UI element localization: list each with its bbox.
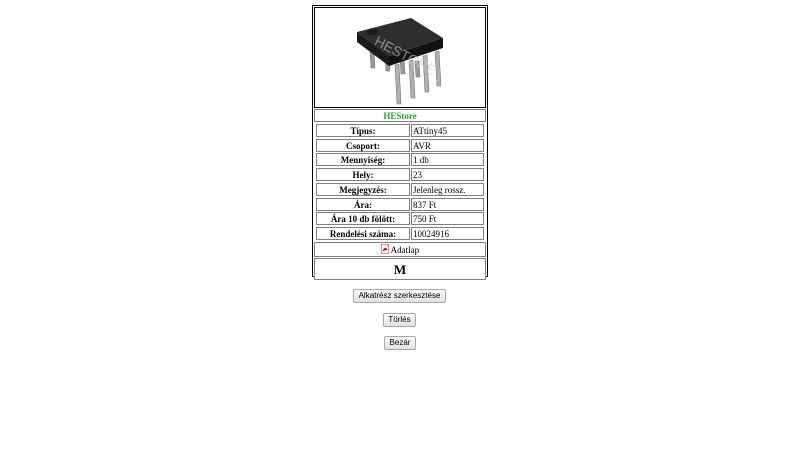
row-label: Ára: — [316, 197, 410, 211]
row-label: Hely: — [316, 168, 410, 182]
pdf-icon — [380, 243, 390, 254]
datasheet-link[interactable]: Adatlap — [314, 241, 486, 257]
row-label: Rendelési száma: — [316, 226, 410, 240]
row-label: Típus: — [316, 124, 410, 137]
part-mark: M — [314, 257, 486, 280]
datasheet-label: Adatlap — [390, 244, 420, 255]
row-value: Jelenleg rossz. — [411, 182, 484, 196]
row-value: 23 — [411, 168, 484, 182]
row-label: Csoport: — [316, 138, 410, 152]
row-label: Megjegyzés: — [316, 182, 410, 196]
row-label: Mennyiség: — [316, 153, 410, 167]
row-value: 1 db — [411, 153, 484, 167]
row-value: 837 Ft — [411, 197, 484, 211]
row-value: ATtiny45 — [411, 124, 484, 137]
product-image: HESTORE — [314, 7, 486, 108]
edit-part-button[interactable]: Alkatrész szerkesztése — [353, 289, 446, 303]
close-button[interactable]: Bezár — [384, 336, 416, 350]
row-value: AVR — [411, 138, 484, 152]
delete-button[interactable]: Törlés — [383, 313, 416, 327]
store-name: HEStore — [314, 109, 486, 122]
row-value: 10024916 — [411, 226, 484, 240]
row-value: 750 Ft — [411, 212, 484, 226]
row-label: Ára 10 db fölött: — [316, 212, 410, 226]
